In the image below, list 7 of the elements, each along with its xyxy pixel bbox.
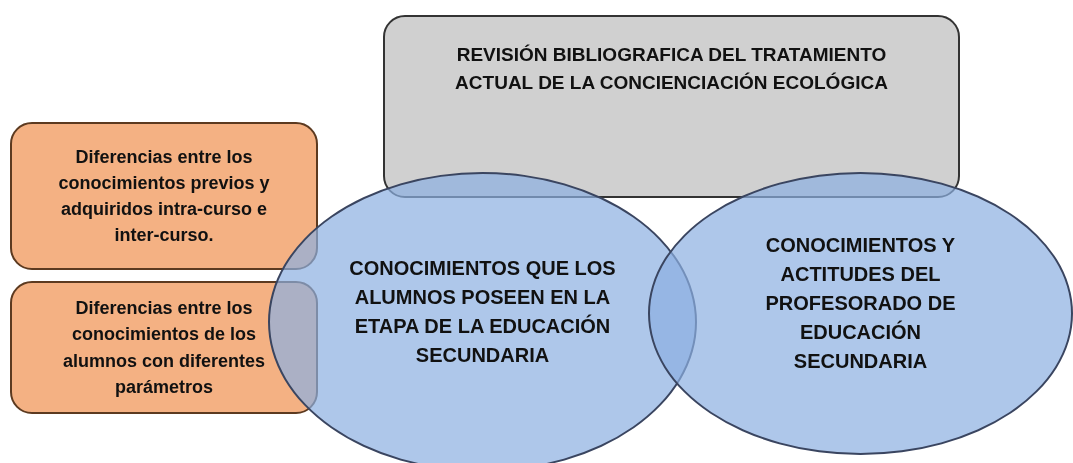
rounded-box (10, 122, 318, 270)
ellipse-label: CONOCIMIENTOS QUE LOS ALUMNOS POSEEN EN LA ETAPA DE LA EDUCACIÓN SECUNDARIA (348, 256, 617, 368)
box-label: Diferencias entre los conocimientos de los alumnos con diferentes parámetros (61, 297, 266, 399)
box-label: Diferencias entre los conocimientos previos y adquiridos intra-curso e inter-curso. (57, 145, 271, 248)
ellipse-label: CONOCIMIENTOS Y ACTITUDES DEL PROFESORADO DE EDUCACIÓN SECUNDARIA (764, 233, 957, 374)
rounded-box (383, 15, 960, 198)
box-label: REVISIÓN BIBLIOGRAFICA DEL TRATAMIENTO ACTUAL DE LA CONCIENCIACIÓN ECOLÓGICA (454, 42, 889, 95)
